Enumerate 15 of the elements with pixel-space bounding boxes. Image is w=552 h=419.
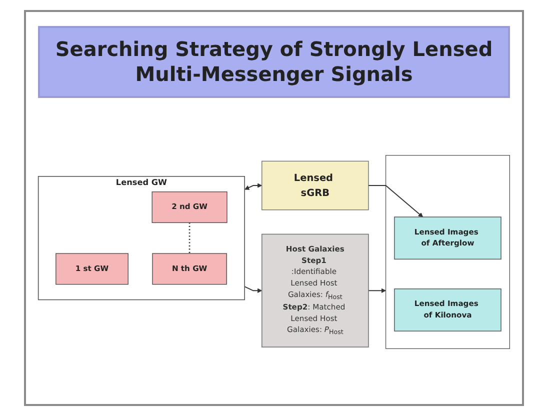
node-box — [394, 288, 502, 332]
arrow — [244, 183, 262, 190]
node-box — [261, 234, 369, 348]
arrow — [368, 288, 386, 293]
node-box — [262, 160, 369, 210]
cluster — [38, 176, 245, 300]
connector — [188, 222, 190, 254]
node-box — [394, 216, 502, 260]
arrow — [368, 185, 424, 218]
cluster — [385, 155, 510, 349]
node-box — [56, 253, 128, 285]
node-box — [152, 253, 227, 285]
title: Searching Strategy of Strongly Lensed Multi-Messenger Signals — [38, 26, 510, 98]
arrow — [244, 286, 262, 293]
node-box — [152, 191, 228, 223]
